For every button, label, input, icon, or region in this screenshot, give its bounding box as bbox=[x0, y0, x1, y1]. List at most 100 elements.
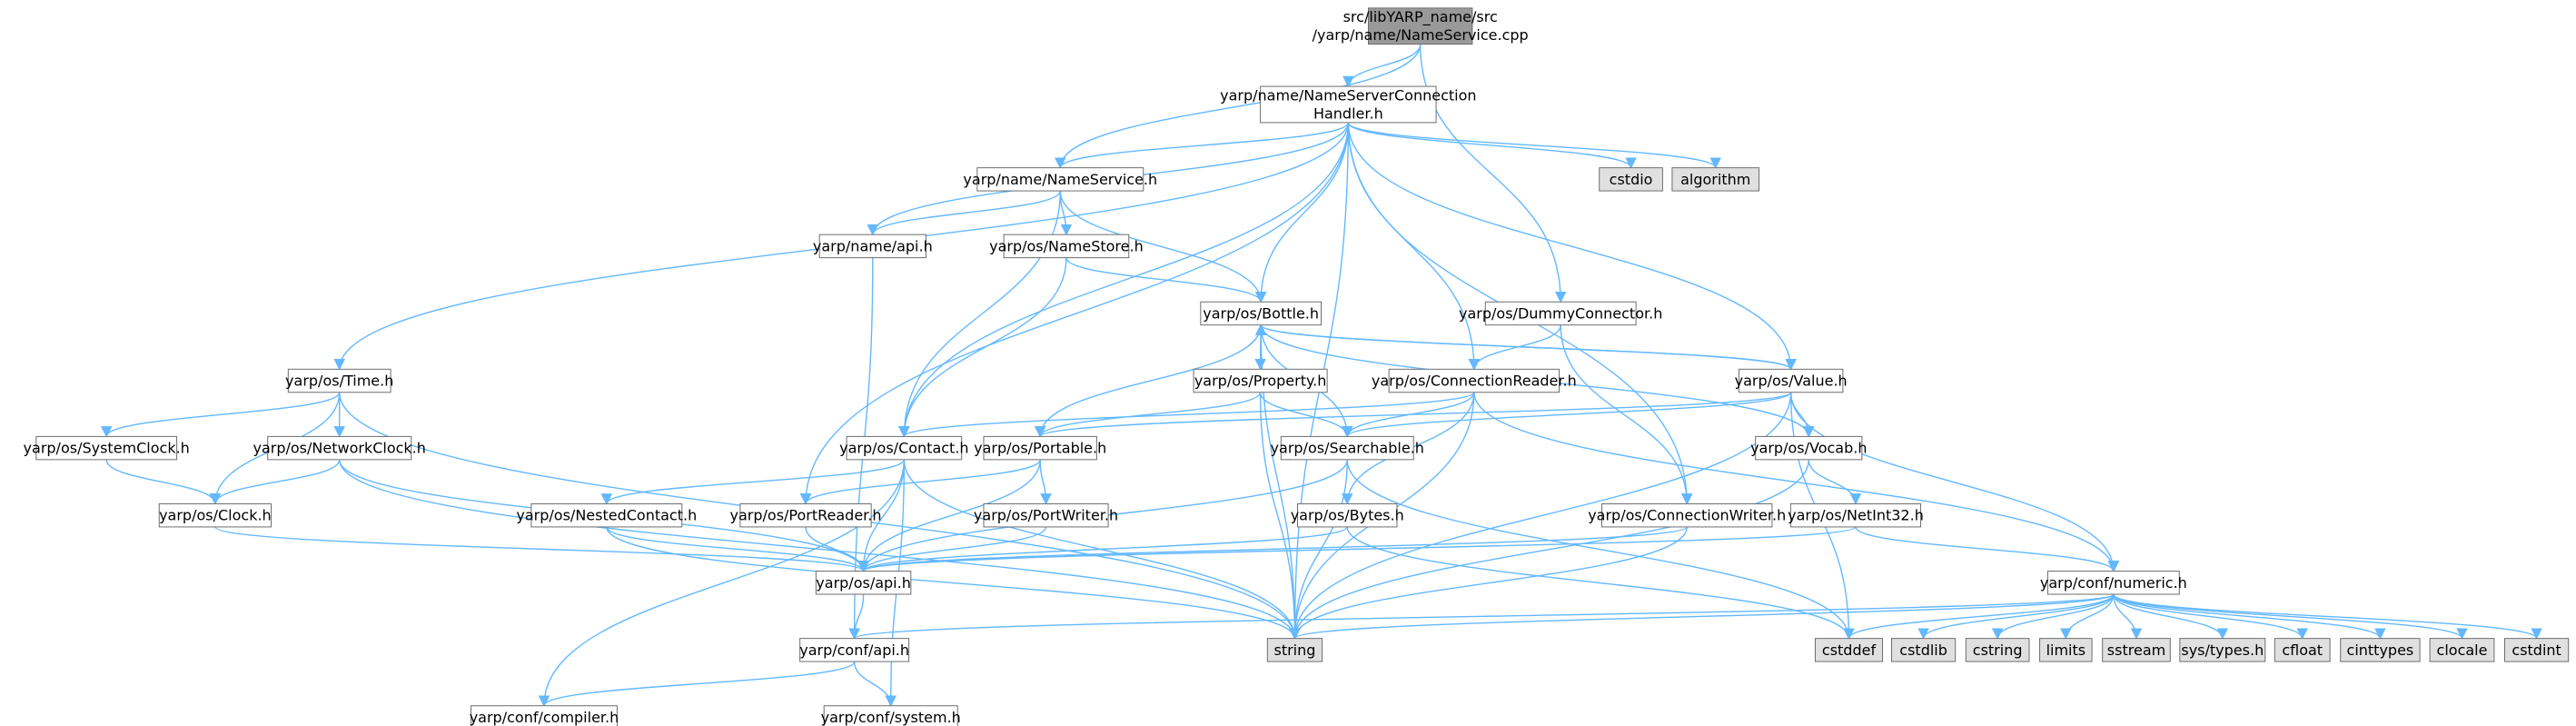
node-bytes[interactable]: yarp/os/Bytes.h bbox=[1291, 502, 1404, 528]
node-label-namestore: yarp/os/NameStore.h bbox=[989, 237, 1144, 254]
edge-numeric-to-confapi bbox=[848, 593, 2115, 640]
node-box-systypes bbox=[2179, 638, 2266, 662]
node-label-portable: yarp/os/Portable.h bbox=[974, 440, 1106, 457]
node-label-contact: yarp/os/Contact.h bbox=[839, 440, 968, 457]
node-nameapi[interactable]: yarp/name/api.h bbox=[813, 234, 933, 259]
node-namestore[interactable]: yarp/os/NameStore.h bbox=[989, 234, 1144, 259]
edge-contact-to-nested bbox=[600, 459, 906, 505]
node-dummy[interactable]: yarp/os/DummyConnector.h bbox=[1459, 301, 1662, 326]
node-confapi[interactable]: yarp/conf/api.h bbox=[799, 638, 910, 662]
node-compiler[interactable]: yarp/conf/compiler.h bbox=[470, 705, 619, 726]
node-algorithm[interactable]: algorithm bbox=[1671, 167, 1760, 192]
node-portreader[interactable]: yarp/os/PortReader.h bbox=[730, 502, 882, 528]
node-box-netint bbox=[1789, 502, 1922, 528]
edge-sysclock-to-clock bbox=[105, 459, 222, 505]
node-label-string: string bbox=[1273, 641, 1315, 659]
edge-numeric-to-limits bbox=[2060, 593, 2115, 640]
edge-netint-to-numeric bbox=[1855, 526, 2120, 572]
node-box-clock bbox=[158, 502, 272, 528]
node-label-connwriter: yarp/os/ConnectionWriter.h bbox=[1588, 507, 1786, 524]
node-limits[interactable]: limits bbox=[2039, 638, 2093, 662]
node-label-osapi: yarp/os/api.h bbox=[816, 574, 911, 592]
node-box-limits bbox=[2039, 638, 2093, 662]
node-numeric[interactable]: yarp/conf/numeric.h bbox=[2040, 571, 2187, 595]
node-portwriter[interactable]: yarp/os/PortWriter.h bbox=[974, 502, 1118, 528]
node-netint[interactable]: yarp/os/NetInt32.h bbox=[1788, 502, 1924, 528]
edge-confapi-to-compiler bbox=[538, 661, 856, 707]
node-box-ns bbox=[976, 167, 1144, 192]
node-clock[interactable]: yarp/os/Clock.h bbox=[158, 502, 272, 528]
node-label-searchable: yarp/os/Searchable.h bbox=[1271, 440, 1424, 457]
node-string[interactable]: string bbox=[1266, 638, 1323, 662]
edge-connwriter-to-osapi bbox=[857, 526, 1688, 572]
node-systypes[interactable]: sys/types.h bbox=[2179, 638, 2266, 662]
edge-namestore-to-bottle bbox=[1065, 257, 1267, 303]
node-label-clock: yarp/os/Clock.h bbox=[159, 507, 272, 524]
edge-numeric-to-cinttypes bbox=[2113, 593, 2386, 640]
node-nested[interactable]: yarp/os/NestedContact.h bbox=[516, 502, 697, 528]
node-label-nsch: Handler.h bbox=[1313, 104, 1383, 122]
edge-numeric-to-systypes bbox=[2113, 593, 2229, 640]
node-label-time: yarp/os/Time.h bbox=[285, 373, 393, 390]
node-cstddef[interactable]: cstddef bbox=[1814, 638, 1884, 662]
node-box-nsch bbox=[1260, 85, 1437, 124]
node-cfloat[interactable]: cfloat bbox=[2274, 638, 2331, 662]
node-box-cstddef bbox=[1814, 638, 1884, 662]
node-box-netclock bbox=[267, 435, 412, 461]
edge-portwriter-to-osapi bbox=[857, 526, 1047, 572]
node-bottle[interactable]: yarp/os/Bottle.h bbox=[1200, 301, 1322, 326]
node-label-sstream: sstream bbox=[2107, 641, 2165, 659]
node-cinttypes[interactable]: cinttypes bbox=[2340, 638, 2421, 662]
node-contact[interactable]: yarp/os/Contact.h bbox=[839, 435, 969, 461]
node-root[interactable]: src/libYARP_name/src/yarp/name/NameServi… bbox=[1313, 7, 1529, 45]
edge-netclock-to-clock bbox=[209, 459, 341, 505]
node-portable[interactable]: yarp/os/Portable.h bbox=[974, 435, 1106, 461]
node-box-cstdint bbox=[2503, 638, 2570, 662]
node-property[interactable]: yarp/os/Property.h bbox=[1193, 368, 1328, 393]
edge-ns-to-nameapi bbox=[867, 190, 1061, 236]
node-cstring[interactable]: cstring bbox=[1965, 638, 2030, 662]
node-cstdint[interactable]: cstdint bbox=[2503, 638, 2570, 662]
node-box-root bbox=[1367, 7, 1473, 45]
node-cstdlib[interactable]: cstdlib bbox=[1890, 638, 1957, 662]
node-box-portwriter bbox=[983, 502, 1109, 528]
node-osapi[interactable]: yarp/os/api.h bbox=[815, 571, 912, 595]
node-ns[interactable]: yarp/name/NameService.h bbox=[963, 167, 1157, 192]
edge-property-to-string bbox=[1259, 392, 1301, 640]
edge-root-to-dummy bbox=[1419, 44, 1567, 303]
edge-property-to-searchable bbox=[1259, 392, 1353, 438]
node-sysclock[interactable]: yarp/os/SystemClock.h bbox=[24, 435, 190, 461]
node-box-property bbox=[1193, 368, 1328, 393]
node-searchable[interactable]: yarp/os/Searchable.h bbox=[1271, 435, 1424, 461]
node-label-systypes: sys/types.h bbox=[2181, 641, 2264, 659]
edge-connreader-to-contact bbox=[898, 392, 1475, 438]
node-time[interactable]: yarp/os/Time.h bbox=[285, 368, 393, 393]
node-box-cstring bbox=[1965, 638, 2030, 662]
node-label-confapi: yarp/conf/api.h bbox=[799, 641, 909, 659]
edge-dummy-to-connwriter bbox=[1560, 324, 1693, 505]
node-box-bytes bbox=[1297, 502, 1398, 528]
edges-layer bbox=[101, 44, 2542, 707]
node-box-bottle bbox=[1200, 301, 1322, 326]
node-label-property: yarp/os/Property.h bbox=[1194, 373, 1327, 390]
node-system[interactable]: yarp/conf/system.h bbox=[821, 705, 961, 726]
edge-vocab-to-netint bbox=[1808, 459, 1862, 505]
node-clocale[interactable]: clocale bbox=[2429, 638, 2495, 662]
node-connreader[interactable]: yarp/os/ConnectionReader.h bbox=[1372, 368, 1577, 393]
node-value[interactable]: yarp/os/Value.h bbox=[1735, 368, 1848, 393]
edge-searchable-to-string bbox=[1289, 459, 1348, 640]
node-vocab[interactable]: yarp/os/Vocab.h bbox=[1750, 435, 1867, 461]
node-label-numeric: yarp/conf/numeric.h bbox=[2040, 574, 2187, 592]
edge-numeric-to-sstream bbox=[2113, 593, 2143, 640]
node-sstream[interactable]: sstream bbox=[2102, 638, 2171, 662]
edge-nsch-to-cstdio bbox=[1347, 122, 1637, 169]
node-netclock[interactable]: yarp/os/NetworkClock.h bbox=[253, 435, 426, 461]
edge-dummy-to-connreader bbox=[1468, 324, 1561, 371]
node-cstdio[interactable]: cstdio bbox=[1599, 167, 1663, 192]
node-label-dummy: yarp/os/DummyConnector.h bbox=[1459, 304, 1662, 322]
node-label-value: yarp/os/Value.h bbox=[1735, 373, 1848, 390]
node-connwriter[interactable]: yarp/os/ConnectionWriter.h bbox=[1588, 502, 1786, 528]
node-box-cstdio bbox=[1599, 167, 1663, 192]
node-box-portable bbox=[983, 435, 1097, 461]
